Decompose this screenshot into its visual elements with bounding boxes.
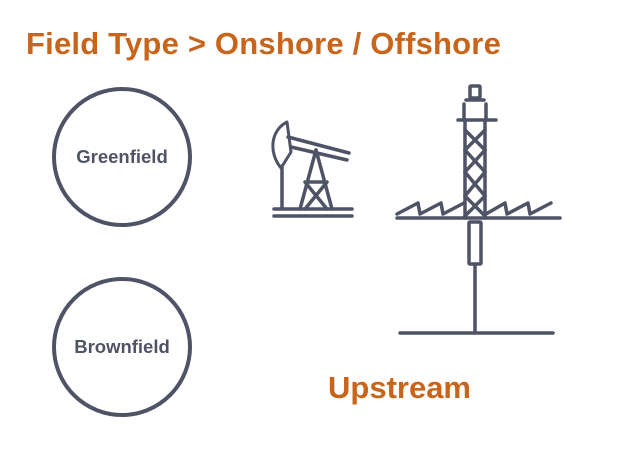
diagram-title: Field Type > Onshore / Offshore [26,26,502,61]
brownfield-label: Brownfield [74,336,170,357]
offshore-drilling-rig-icon [395,84,562,335]
greenfield-label: Greenfield [76,146,168,167]
brownfield-circle: Brownfield [52,277,192,417]
upstream-label: Upstream [328,370,471,405]
pumpjack-icon [271,120,354,218]
greenfield-circle: Greenfield [52,87,192,227]
